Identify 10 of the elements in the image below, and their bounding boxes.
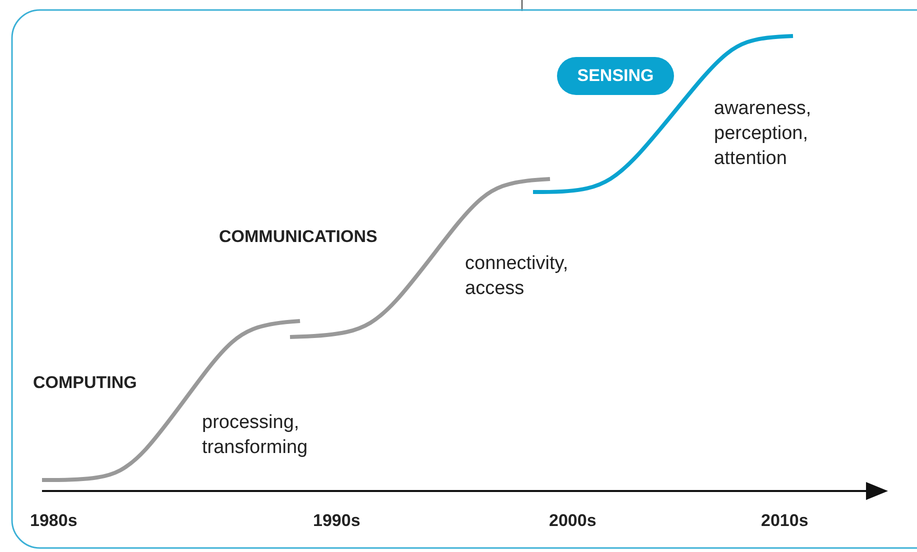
era-pill: SENSING [557, 57, 674, 95]
era-description: awareness, perception, attention [714, 97, 812, 171]
era-heading: COMMUNICATIONS [219, 226, 378, 248]
year-label: 2000s [549, 510, 598, 532]
year-label: 1980s [30, 510, 78, 532]
era-description: connectivity, access [465, 252, 570, 301]
year-label: 2010s [761, 510, 810, 532]
year-label: 1990s [313, 510, 362, 532]
era-description: processing, transforming [202, 411, 309, 460]
era-heading: COMPUTING [33, 372, 138, 394]
